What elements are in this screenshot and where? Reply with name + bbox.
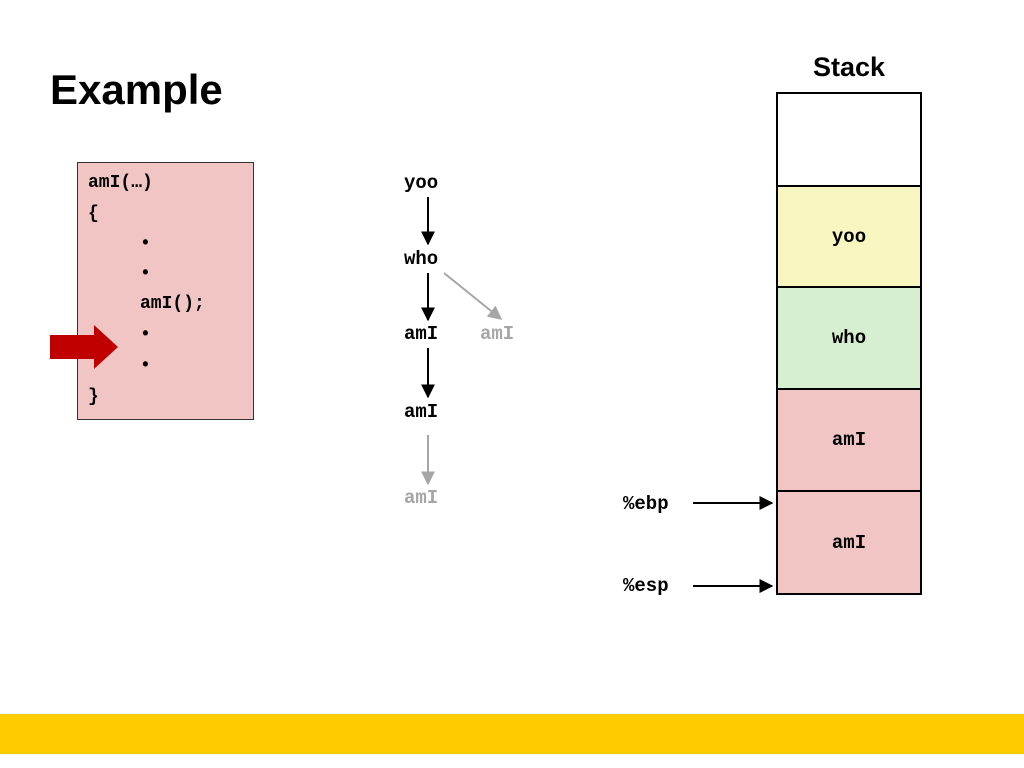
stack-frame-who: who [776, 286, 922, 390]
code-line-bullet-1: • [140, 234, 151, 254]
stack-frame-yoo: yoo [776, 185, 922, 288]
execution-pointer-arrow [50, 325, 118, 369]
code-line-signature: amI(…) [88, 173, 153, 193]
stack: yoo who amI amI [776, 92, 922, 595]
stack-frame-ami-1: amI [776, 388, 922, 492]
code-line-close-brace: } [88, 387, 99, 407]
code-line-open-brace: { [88, 204, 99, 224]
call-tree-node-yoo: yoo [404, 172, 439, 194]
code-box: amI(…) { • • amI(); • • } [77, 162, 254, 420]
call-arrow-who-ami-previous [443, 272, 503, 320]
call-tree-node-ami-future: amI [404, 487, 439, 509]
call-tree-node-who: who [404, 248, 439, 270]
footer-bar [0, 714, 1024, 754]
call-tree-node-ami-2: amI [404, 401, 439, 423]
ebp-register-label: %ebp [623, 493, 669, 515]
code-line-bullet-4: • [140, 356, 151, 376]
esp-register-label: %esp [623, 575, 669, 597]
call-tree-node-ami-1: amI [404, 323, 439, 345]
code-line-recursive-call: amI(); [140, 294, 205, 314]
code-line-bullet-3: • [140, 325, 151, 345]
call-tree-node-ami-previous: amI [480, 323, 515, 345]
stack-frame-ami-2: amI [776, 490, 922, 595]
code-line-bullet-2: • [140, 264, 151, 284]
slide-title: Example [50, 66, 223, 113]
stack-frame-empty [776, 92, 922, 187]
stack-title: Stack [812, 52, 886, 82]
